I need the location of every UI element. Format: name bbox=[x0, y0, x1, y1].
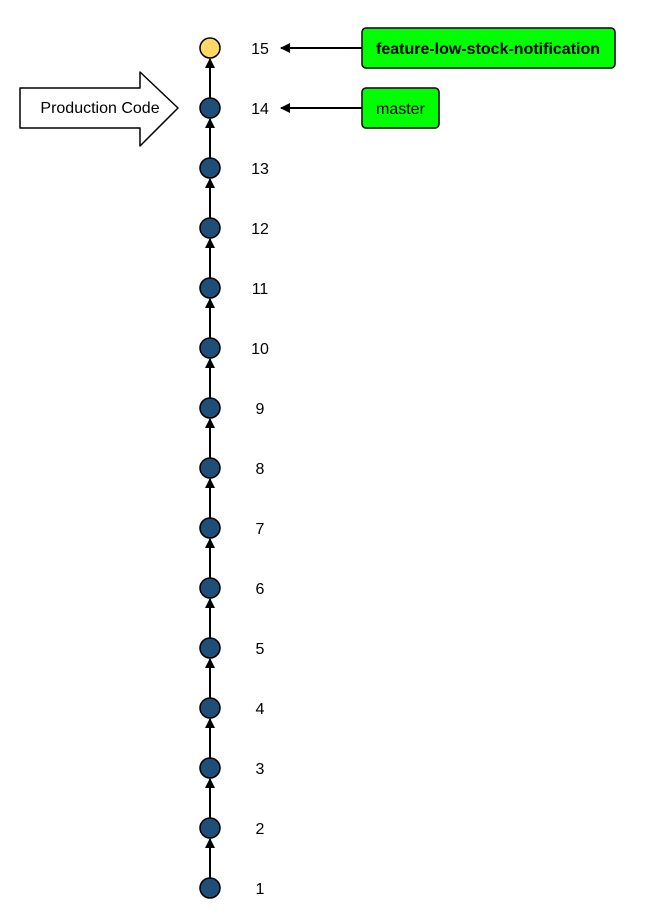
production-code-marker: Production Code bbox=[19, 71, 179, 147]
commit-node bbox=[199, 517, 221, 539]
commit-node bbox=[199, 697, 221, 719]
commit-number: 3 bbox=[256, 761, 265, 778]
commit-number: 13 bbox=[251, 161, 269, 178]
commit-node bbox=[199, 397, 221, 419]
commit-number: 14 bbox=[251, 101, 269, 118]
commit-number: 2 bbox=[256, 821, 265, 838]
commit-number: 10 bbox=[251, 341, 269, 358]
commit-node bbox=[199, 337, 221, 359]
branch-name: feature-low-stock-notification bbox=[376, 41, 600, 58]
commit-node bbox=[199, 757, 221, 779]
commit-node bbox=[199, 37, 221, 59]
commit-number: 5 bbox=[256, 641, 265, 658]
branch-box bbox=[361, 27, 616, 69]
commit-node bbox=[199, 817, 221, 839]
commit-nodes bbox=[199, 37, 221, 899]
commit-number: 15 bbox=[251, 41, 269, 58]
commit-node bbox=[199, 97, 221, 119]
commit-number: 7 bbox=[256, 521, 265, 538]
commit-node bbox=[199, 277, 221, 299]
commit-number: 8 bbox=[256, 461, 265, 478]
production-arrow-shape bbox=[19, 71, 179, 147]
branch-labels: feature-low-stock-notification master bbox=[280, 27, 616, 129]
commit-node bbox=[199, 217, 221, 239]
commit-node bbox=[199, 457, 221, 479]
commit-node bbox=[199, 157, 221, 179]
commit-number: 12 bbox=[251, 221, 269, 238]
branch-box bbox=[361, 87, 440, 129]
branch-pointer: master bbox=[280, 87, 440, 129]
branch-pointer: feature-low-stock-notification bbox=[280, 27, 616, 69]
commit-node bbox=[199, 577, 221, 599]
commit-number: 1 bbox=[256, 881, 265, 898]
commit-node bbox=[199, 877, 221, 899]
commit-node bbox=[199, 637, 221, 659]
commit-number: 6 bbox=[256, 581, 265, 598]
commit-number: 9 bbox=[256, 401, 265, 418]
commit-number: 11 bbox=[252, 281, 269, 298]
commit-number: 4 bbox=[256, 701, 265, 718]
branch-name: master bbox=[376, 101, 426, 118]
production-label: Production Code bbox=[40, 100, 159, 117]
